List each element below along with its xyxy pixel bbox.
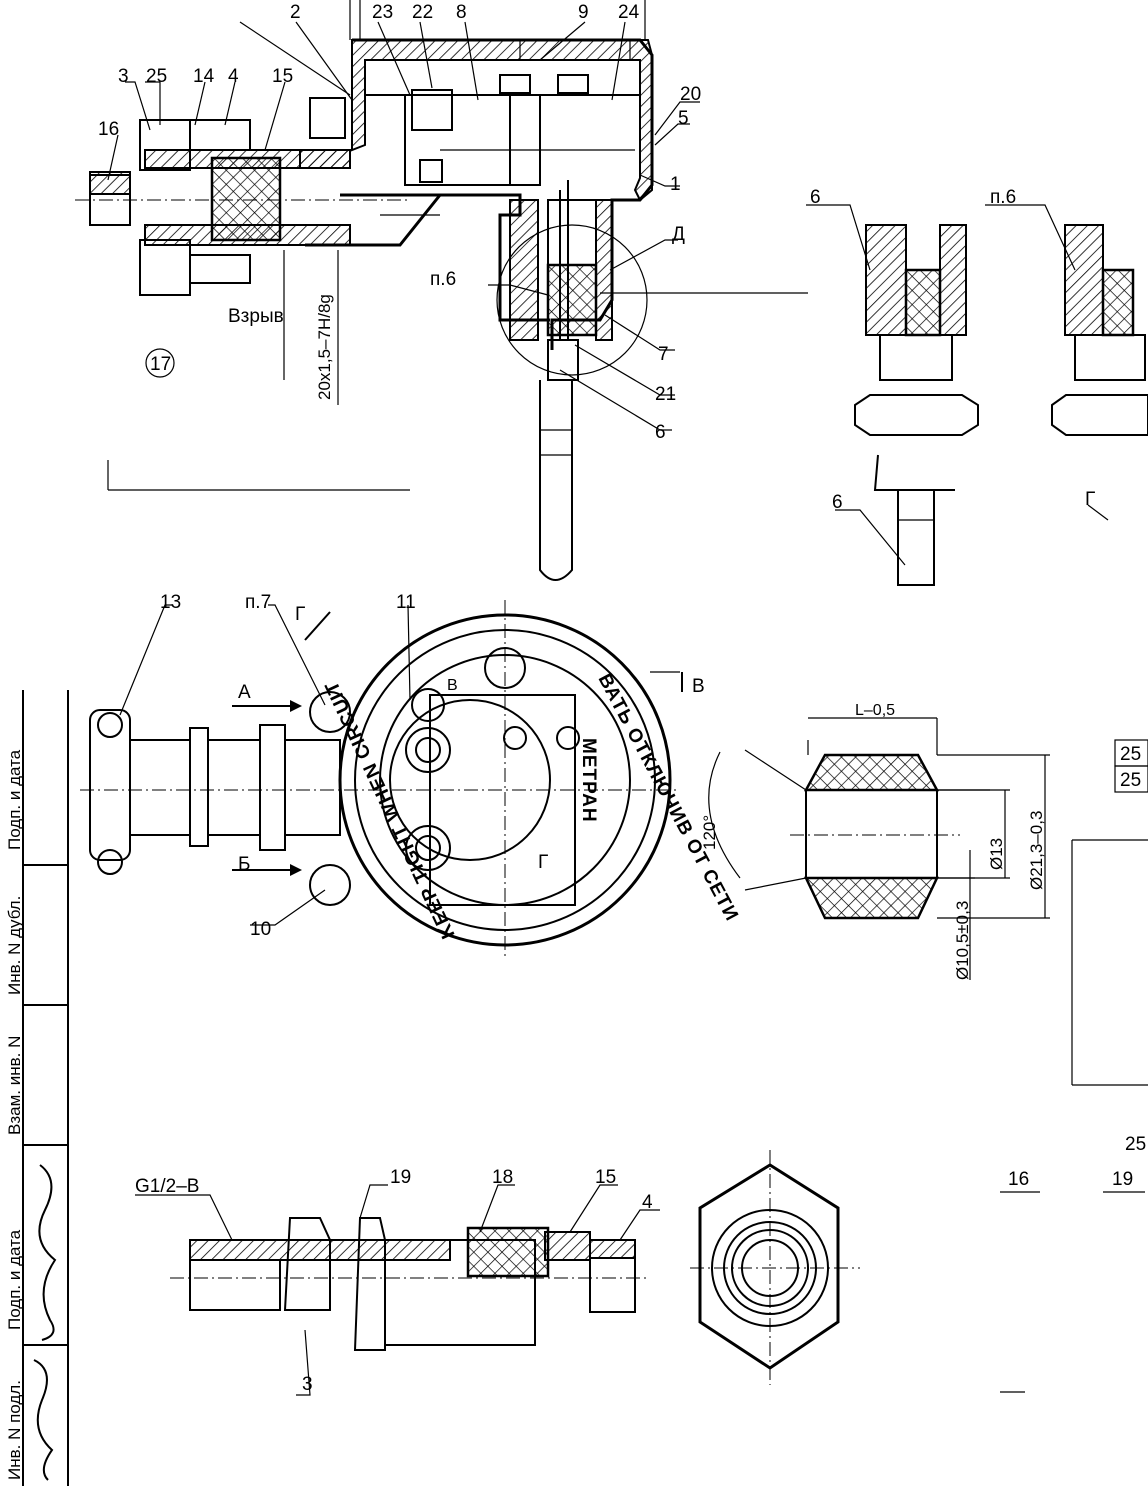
callout-7: 7 <box>658 344 669 365</box>
callout-G1: Г <box>295 604 305 625</box>
title-field-orig-inv: Инв. N подл. <box>5 1380 24 1480</box>
length-dimension: L–0,5 <box>855 702 895 719</box>
callout-25: 25 <box>146 66 167 87</box>
detail-callout-6b: 6 <box>832 492 843 513</box>
callout-24: 24 <box>618 2 640 23</box>
title-field-dup-inv: Инв. N дубл. <box>5 896 24 995</box>
callout-20: 20 <box>680 84 701 105</box>
table-cell-25a: 25 <box>1120 744 1141 765</box>
callout-19r: 19 <box>1112 1169 1133 1190</box>
callout-15b: 15 <box>595 1167 616 1188</box>
detail-callout-G: Г <box>1085 489 1095 510</box>
callout-2: 2 <box>290 2 301 23</box>
callout-3: 3 <box>118 66 129 87</box>
callout-D: Д <box>672 224 685 245</box>
dia-13-dimension: Ø13 <box>987 838 1006 870</box>
title-field-sign-date-2: Подп. и дата <box>5 1229 24 1330</box>
callout-1: 1 <box>670 174 681 195</box>
arrow-B: Б <box>238 854 250 875</box>
table-cell-25b: 25 <box>1120 770 1141 791</box>
arrow-A: А <box>238 682 251 703</box>
callout-6: 6 <box>655 422 666 443</box>
dia-21-dimension: Ø21,3–0,3 <box>1027 811 1046 890</box>
callout-V2: В <box>447 677 458 694</box>
thread-dimension: 20x1,5–7H/8g <box>315 294 334 400</box>
front-view <box>80 600 683 960</box>
callout-G2: Г <box>538 852 548 873</box>
callout-p7: п.7 <box>245 592 271 613</box>
dia-10-dimension: Ø10,5±0,3 <box>953 901 972 980</box>
callout-14: 14 <box>193 66 215 87</box>
section-view-main <box>75 0 808 581</box>
detail-callout-6: 6 <box>810 187 821 208</box>
callout-10: 10 <box>250 919 271 940</box>
callout-21: 21 <box>655 384 676 405</box>
detail-views-right <box>806 204 1148 586</box>
title-field-replaced-inv: Взам. инв. N <box>5 1036 24 1135</box>
callout-5: 5 <box>678 108 689 129</box>
callout-22: 22 <box>412 2 433 23</box>
pipe-thread-label: G1/2–B <box>135 1176 199 1197</box>
callout-17: 17 <box>150 354 171 375</box>
callout-4b: 4 <box>642 1192 653 1213</box>
explosion-label: Взрыв <box>228 306 284 327</box>
title-block <box>22 690 69 1486</box>
brand-label: МЕТРАН <box>578 738 599 823</box>
callout-11: 11 <box>396 592 416 613</box>
bottom-views <box>135 1150 1145 1396</box>
gasket-detail <box>708 717 1050 980</box>
callout-16: 16 <box>98 119 119 140</box>
detail-callout-p6: п.6 <box>990 187 1016 208</box>
ring-text-right: ВАТЬ ОТКЛЮЧИВ ОТ СЕТИ <box>594 670 743 925</box>
callout-23: 23 <box>372 2 393 23</box>
callout-V: В <box>692 676 705 697</box>
callout-15: 15 <box>272 66 293 87</box>
callout-3b: 3 <box>302 1374 313 1395</box>
callout-16r: 16 <box>1008 1169 1029 1190</box>
callout-4: 4 <box>228 66 239 87</box>
callout-8: 8 <box>456 2 467 23</box>
callout-13: 13 <box>160 592 181 613</box>
title-field-sign-date-1: Подп. и дата <box>5 749 24 850</box>
callout-18: 18 <box>492 1167 513 1188</box>
callout-25r: 25 <box>1125 1134 1146 1155</box>
table-fragment <box>1071 739 1148 1086</box>
callout-19: 19 <box>390 1167 411 1188</box>
callout-9: 9 <box>578 2 589 23</box>
callout-p6: п.6 <box>430 269 456 290</box>
angle-dimension: 120° <box>700 815 719 850</box>
